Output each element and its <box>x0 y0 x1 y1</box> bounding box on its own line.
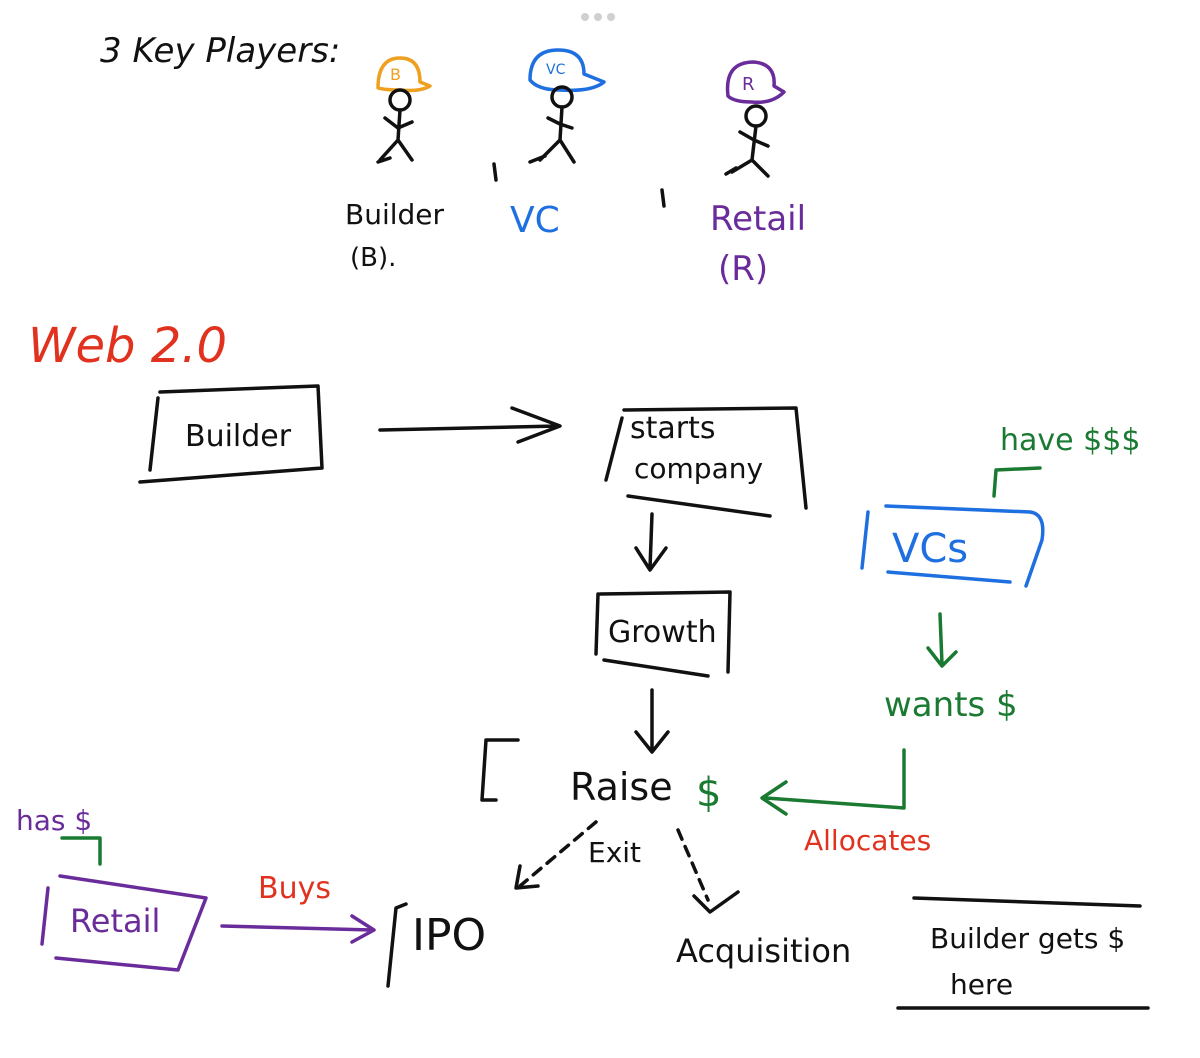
vc-label: VC <box>510 200 560 241</box>
starts-company-line1: starts <box>630 411 716 446</box>
retail-node: Retail <box>40 874 208 972</box>
cap-icon: R <box>725 60 786 105</box>
builder-node-label: Builder <box>185 419 292 454</box>
starts-company-line2: company <box>634 452 763 485</box>
section-title: Web 2.0 <box>28 318 227 374</box>
raise-dollar-label: $ <box>696 770 721 816</box>
retail-label: Retail <box>710 199 806 239</box>
have-money-bracket <box>992 466 1042 498</box>
raise-node-label: Raise <box>570 765 673 809</box>
has-money-bracket <box>60 836 102 866</box>
builder-gets-line2: here <box>950 968 1013 1001</box>
growth-node: Growth <box>594 590 732 678</box>
allocates-label: Allocates <box>804 824 931 857</box>
retail-node-label: Retail <box>70 902 160 940</box>
arrow-icon <box>514 820 598 890</box>
arrow-icon <box>634 688 670 754</box>
wants-money-label: wants $ <box>884 685 1018 725</box>
builder-label: Builder <box>345 198 445 231</box>
vcs-node: VCs <box>860 504 1045 588</box>
stick-figure-icon <box>376 88 414 164</box>
acquisition-node-label: Acquisition <box>676 932 851 970</box>
stick-figure-icon <box>724 104 770 178</box>
arrow-icon <box>760 748 906 816</box>
arrow-icon <box>676 828 740 914</box>
retail-cap-letter: R <box>742 74 755 95</box>
note-top-rule <box>912 896 1142 908</box>
players-heading: 3 Key Players: <box>100 31 340 71</box>
stick-figure-icon <box>528 85 576 164</box>
retail-abbr: (R) <box>718 249 768 289</box>
cap-icon: B <box>376 56 432 93</box>
builder-abbr: (B). <box>350 243 396 273</box>
ipo-node-label: IPO <box>412 910 486 961</box>
have-money-label: have $$$ <box>1000 423 1140 458</box>
comma-mark <box>660 188 666 208</box>
arrow-icon <box>634 512 668 572</box>
arrow-icon <box>220 914 376 944</box>
has-money-label: has $ <box>16 804 92 837</box>
vc-figure: VC <box>528 48 606 164</box>
ipo-bracket <box>386 902 408 988</box>
drag-handle-icon[interactable] <box>581 13 615 21</box>
builder-cap-letter: B <box>390 65 401 84</box>
growth-node-label: Growth <box>608 615 717 650</box>
buys-label: Buys <box>258 871 331 906</box>
comma-mark <box>492 162 498 182</box>
retail-figure: R <box>724 60 786 178</box>
starts-company-node: starts company <box>604 406 808 518</box>
arrow-icon <box>378 406 562 444</box>
builder-node: Builder <box>138 384 324 484</box>
builder-gets-line1: Builder gets $ <box>930 922 1125 955</box>
cap-icon: VC <box>528 48 606 93</box>
vc-cap-letters: VC <box>546 62 566 78</box>
builder-figure: B <box>376 56 432 164</box>
vcs-node-label: VCs <box>892 526 968 572</box>
arrow-icon <box>926 612 958 668</box>
exit-label: Exit <box>588 836 641 869</box>
raise-bracket <box>480 738 520 802</box>
